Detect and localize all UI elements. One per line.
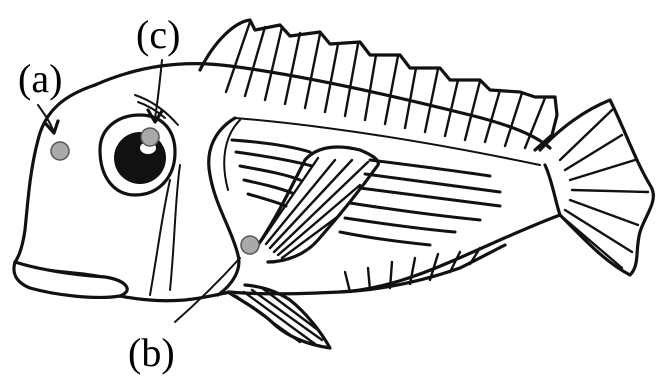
label-c: (c) bbox=[136, 12, 180, 57]
caudal-fin bbox=[540, 100, 653, 275]
point-b-marker bbox=[241, 236, 259, 254]
leader-arrow-b bbox=[175, 258, 240, 322]
dorsal-fin bbox=[200, 20, 557, 150]
label-a: (a) bbox=[18, 56, 62, 101]
anal-fin bbox=[340, 245, 505, 292]
eye bbox=[100, 115, 175, 195]
body-stripes bbox=[232, 140, 500, 245]
point-a-marker bbox=[51, 142, 69, 160]
point-c-marker bbox=[141, 128, 159, 146]
label-b: (b) bbox=[128, 330, 175, 375]
